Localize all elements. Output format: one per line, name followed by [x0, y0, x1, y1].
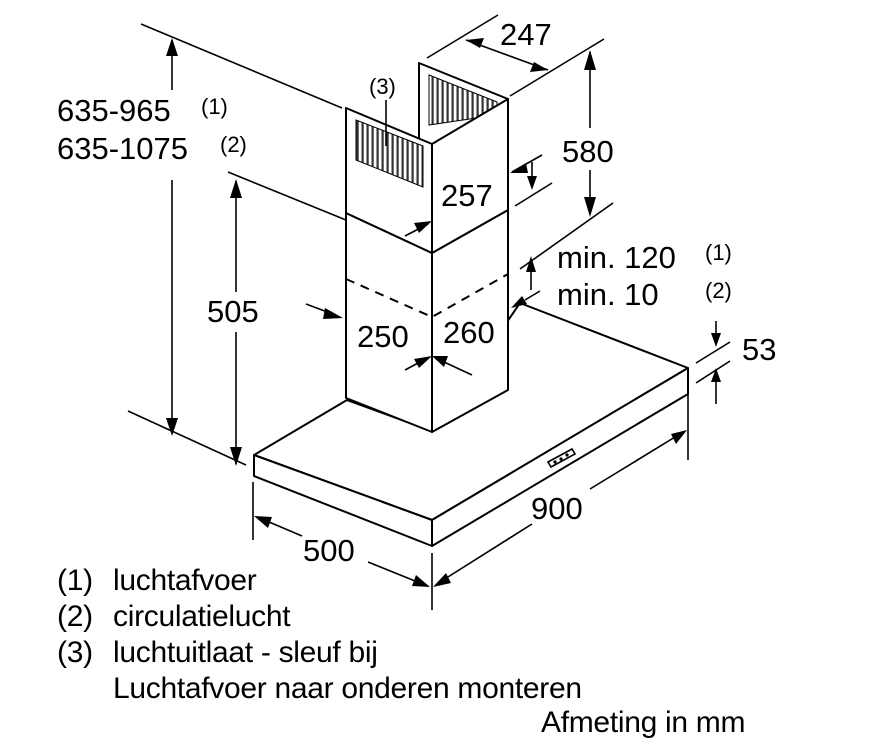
lower-width-dimension [305, 303, 473, 376]
legend: (1) luchtafvoer (2) circulatielucht (3) luc… [57, 563, 582, 707]
upper-width-label: 257 [441, 178, 493, 213]
upper-height-dimension [509, 38, 614, 270]
air-outlet-slot [355, 119, 424, 188]
legend-item-3: (3) luchtuitlaat - sleuf bij [57, 635, 582, 671]
legend-item-3-continued: Luchtafvoer naar onderen monteren [57, 671, 582, 707]
legend-text: luchtuitlaat - sleuf bij [113, 636, 378, 669]
overlap-dimension [511, 256, 541, 308]
total-height-2-label: 635-1075 [57, 131, 188, 166]
upper-chimney [345, 62, 509, 254]
lower-height-label: 505 [207, 294, 259, 329]
overlap-2-note: (2) [705, 278, 732, 303]
lower-height-dimension [227, 171, 347, 466]
upper-width-dimension [404, 154, 553, 237]
legend-number: (2) [57, 600, 93, 633]
canopy-thickness-dimension [687, 321, 731, 460]
legend-item-1: (1) luchtafvoer [57, 563, 582, 599]
upper-height-label: 580 [562, 134, 614, 169]
total-height-dimension [127, 23, 343, 466]
canopy-width-label: 900 [531, 491, 583, 526]
canopy-thickness-label: 53 [742, 332, 776, 367]
canopy-width-dimension [433, 430, 687, 587]
canopy-depth-dimension [252, 482, 433, 610]
legend-text: circulatielucht [113, 600, 291, 633]
overlap-1-label: min. 120 [557, 240, 676, 275]
overlap-1-note: (1) [705, 240, 732, 265]
lower-depth-label: 250 [357, 319, 409, 354]
control-panel-icon [546, 447, 577, 469]
legend-text: luchtafvoer [113, 564, 257, 597]
slot-callout: (3) [369, 74, 396, 146]
total-height-1-note: (1) [201, 94, 228, 119]
upper-depth-label: 247 [500, 17, 552, 52]
slot-callout-label: (3) [369, 74, 396, 99]
legend-text: Luchtafvoer naar onderen monteren [113, 672, 582, 705]
legend-number: (1) [57, 564, 93, 597]
overlap-2-label: min. 10 [557, 277, 659, 312]
total-height-2-note: (2) [220, 132, 247, 157]
legend-number: (3) [57, 636, 93, 669]
legend-item-2: (2) circulatielucht [57, 599, 582, 635]
units-note: Afmeting in mm [541, 706, 746, 739]
total-height-1-label: 635-965 [57, 93, 171, 128]
upper-depth-dimension [426, 14, 549, 72]
lower-width-label: 260 [443, 315, 495, 350]
canopy-depth-label: 500 [303, 533, 355, 568]
